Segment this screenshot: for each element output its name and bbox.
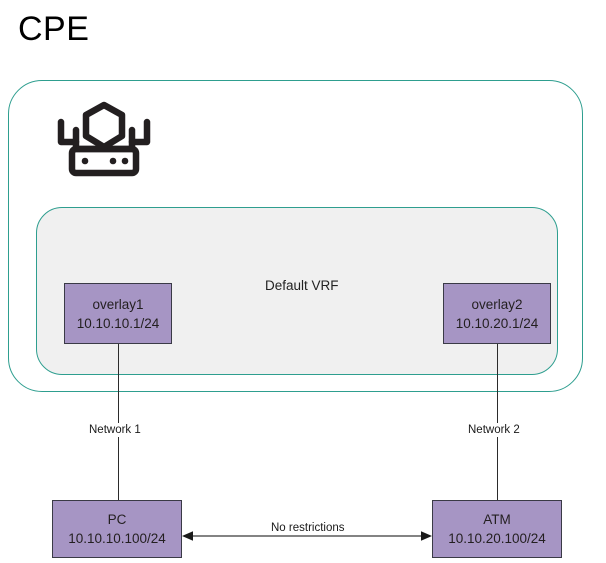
node-overlay1[interactable]: overlay1 10.10.10.1/24	[64, 283, 172, 344]
node-overlay2-name: overlay2	[471, 296, 523, 312]
node-pc-name: PC	[107, 512, 127, 527]
edge-network-1	[118, 344, 119, 500]
edge-label-no-restrictions: No restrictions	[268, 522, 348, 534]
node-atm[interactable]: ATM 10.10.20.100/24	[432, 500, 562, 558]
edge-label-network-1: Network 1	[86, 423, 144, 437]
node-overlay2-address: 10.10.20.1/24	[455, 315, 539, 331]
edge-network-2	[497, 344, 498, 500]
node-overlay1-address: 10.10.10.1/24	[76, 315, 160, 331]
node-pc-address: 10.10.10.100/24	[68, 531, 166, 546]
default-vrf-label: Default VRF	[265, 278, 339, 293]
edge-label-network-2: Network 2	[465, 423, 523, 437]
node-overlay1-name: overlay1	[92, 296, 144, 312]
node-atm-address: 10.10.20.100/24	[448, 531, 546, 546]
node-pc[interactable]: PC 10.10.10.100/24	[52, 500, 182, 558]
page-title: CPE	[18, 10, 90, 48]
firewall-gateway-icon	[48, 100, 160, 184]
node-overlay2[interactable]: overlay2 10.10.20.1/24	[443, 283, 551, 344]
edge-no-restrictions	[182, 528, 432, 541]
node-atm-name: ATM	[483, 512, 511, 527]
